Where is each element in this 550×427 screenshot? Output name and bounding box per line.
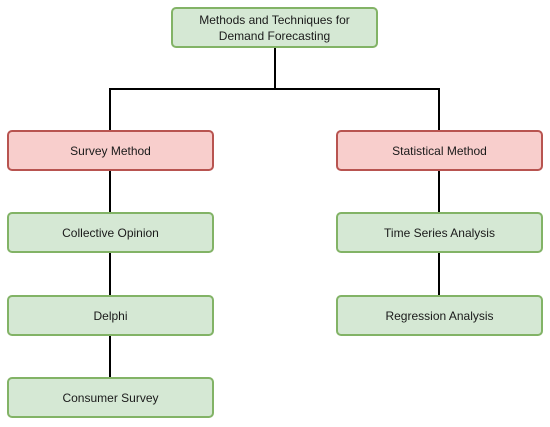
- leaf-node-time-series-analysis: Time Series Analysis: [336, 212, 543, 253]
- branch-node-label: Survey Method: [70, 143, 151, 158]
- leaf-node-label: Collective Opinion: [62, 225, 159, 240]
- root-node-label: Methods and Techniques for Demand Foreca…: [199, 12, 350, 43]
- root-node: Methods and Techniques for Demand Foreca…: [171, 7, 378, 48]
- leaf-node-regression-analysis: Regression Analysis: [336, 295, 543, 336]
- leaf-node-label: Regression Analysis: [385, 308, 494, 323]
- leaf-node-label: Time Series Analysis: [384, 225, 495, 240]
- branch-node-statistical-method: Statistical Method: [336, 130, 543, 171]
- leaf-node-label: Consumer Survey: [62, 390, 159, 405]
- leaf-node-label: Delphi: [93, 308, 128, 323]
- leaf-node-delphi: Delphi: [7, 295, 214, 336]
- leaf-node-consumer-survey: Consumer Survey: [7, 377, 214, 418]
- branch-node-survey-method: Survey Method: [7, 130, 214, 171]
- branch-node-label: Statistical Method: [392, 143, 487, 158]
- leaf-node-collective-opinion: Collective Opinion: [7, 212, 214, 253]
